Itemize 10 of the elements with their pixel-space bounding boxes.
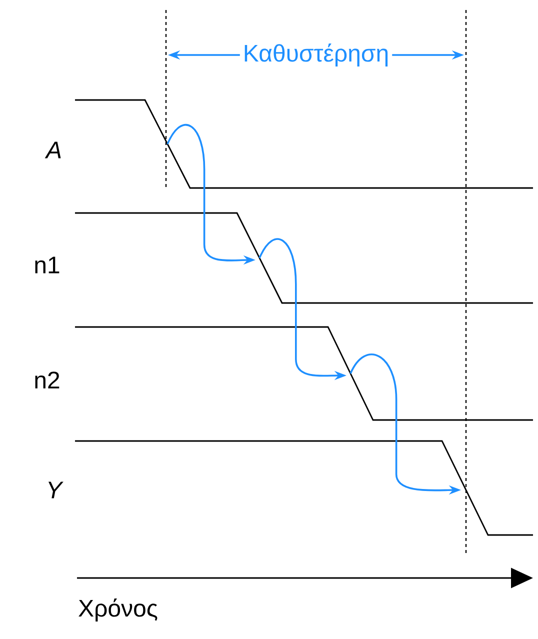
signal-label: n1	[35, 256, 60, 274]
waveform	[75, 326, 533, 421]
signal-label: Y	[48, 482, 64, 498]
signal-label: A	[44, 142, 61, 158]
waveform	[75, 212, 533, 304]
waveform	[75, 99, 533, 189]
dimension-label: Καθυστέρηση	[240, 40, 392, 70]
axis-label: Χρόνος	[78, 598, 158, 622]
waveform	[75, 440, 533, 536]
signal-label: n2	[35, 372, 60, 388]
